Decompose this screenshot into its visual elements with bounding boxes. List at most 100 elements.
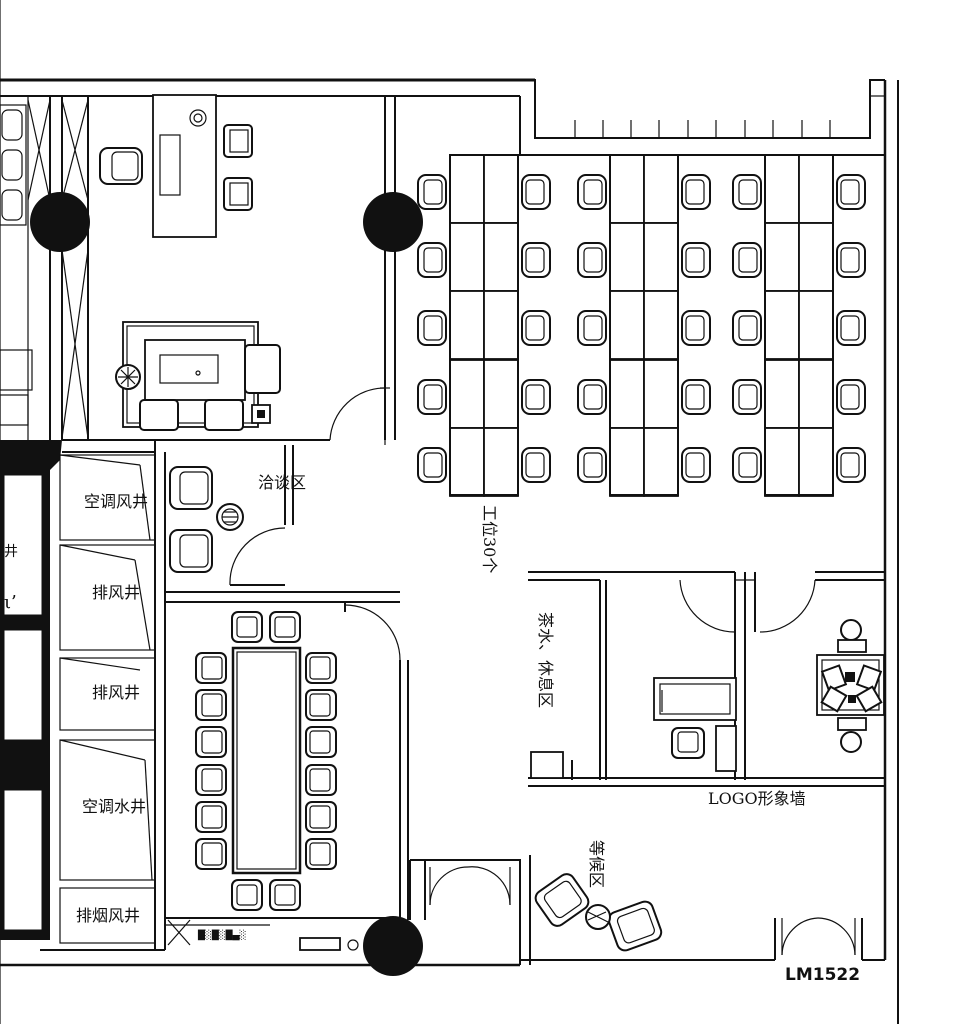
office-chair-icon <box>681 447 711 483</box>
desk <box>798 290 834 360</box>
office-chair-icon <box>417 242 447 278</box>
workstations: 工位30个 <box>417 154 866 573</box>
door-code-label: LM1522 <box>785 965 860 985</box>
structural-column-icon <box>30 192 90 252</box>
desk <box>483 290 519 360</box>
shaft-labels: 空调风井 排风井 排风井 空调水井 排烟风井 <box>76 492 148 925</box>
office-chair-icon <box>577 310 607 346</box>
negotiation-area-label: 洽谈区 <box>258 473 306 492</box>
desk <box>798 359 834 429</box>
desk <box>449 290 485 360</box>
tea-area-label: 茶水、休息区 <box>536 612 555 708</box>
armchair-icon <box>169 529 213 573</box>
plant-icon <box>115 364 141 390</box>
tea-break-area: 茶水、休息区 <box>528 571 885 787</box>
desk <box>764 359 800 429</box>
office-chair-icon <box>836 174 866 210</box>
waiting-area-label: 等候区 <box>587 840 606 888</box>
smoke-shaft-label: 排烟风井 <box>76 906 140 925</box>
office-chair-icon <box>417 447 447 483</box>
office-chair-icon <box>195 689 227 721</box>
desk <box>643 222 679 292</box>
office-chair-icon <box>521 174 551 210</box>
office-chair-icon <box>305 726 337 758</box>
office-chair-icon <box>732 379 762 415</box>
desk <box>643 359 679 429</box>
office-chair-icon <box>195 652 227 684</box>
desk <box>798 222 834 292</box>
exhaust-shaft-label: 排风井 <box>92 683 140 702</box>
desk <box>764 290 800 360</box>
office-chair-icon <box>836 242 866 278</box>
office-chair-icon <box>577 379 607 415</box>
office-chair-icon <box>521 447 551 483</box>
structural-columns <box>30 192 423 976</box>
desk <box>764 427 800 497</box>
ac-water-shaft-label: 空调水井 <box>82 797 146 816</box>
office-chair-icon <box>305 801 337 833</box>
desk <box>483 359 519 429</box>
window-mullions <box>574 120 831 138</box>
desk <box>483 154 519 224</box>
office-chair-icon <box>732 447 762 483</box>
office-chair-icon <box>195 726 227 758</box>
office-chair-icon <box>305 838 337 870</box>
desk-cluster <box>764 154 834 496</box>
desk <box>449 427 485 497</box>
desk <box>609 290 645 360</box>
conference-room: █░█░█▄░ <box>165 591 409 951</box>
entry-waiting-area: LM1522 等候区 <box>409 840 863 985</box>
desk <box>609 154 645 224</box>
office-chair-icon <box>521 310 551 346</box>
desk <box>449 222 485 292</box>
office-chair-icon <box>836 379 866 415</box>
structural-column-icon <box>363 916 423 976</box>
office-chair-icon <box>681 379 711 415</box>
office-chair-icon <box>231 611 263 643</box>
left-structure: 井 ι’ <box>0 96 330 951</box>
office-chair-icon <box>231 879 263 911</box>
negotiation-area: 洽谈区 <box>169 445 306 586</box>
office-chair-icon <box>305 652 337 684</box>
office-chair-icon <box>305 764 337 796</box>
armchair-icon <box>534 873 590 927</box>
desk <box>609 359 645 429</box>
office-chair-icon <box>836 447 866 483</box>
office-chair-icon <box>99 147 143 185</box>
outer-walls <box>0 0 899 1024</box>
desk <box>643 427 679 497</box>
svg-text:井: 井 <box>4 544 18 560</box>
exhaust-shaft-label: 排风井 <box>92 583 140 602</box>
office-chair-icon <box>681 242 711 278</box>
desk <box>483 222 519 292</box>
office-chair-icon <box>417 379 447 415</box>
office-chair-icon <box>269 611 301 643</box>
executive-office <box>88 94 396 445</box>
desk <box>483 427 519 497</box>
office-chair-icon <box>681 310 711 346</box>
logo-wall-label: LOGO形象墙 <box>708 789 806 808</box>
office-chair-icon <box>732 174 762 210</box>
desk <box>449 154 485 224</box>
desk <box>609 427 645 497</box>
office-chair-icon <box>195 764 227 796</box>
desk <box>643 290 679 360</box>
office-chair-icon <box>577 242 607 278</box>
desk <box>764 154 800 224</box>
desk <box>764 222 800 292</box>
office-chair-icon <box>195 838 227 870</box>
office-chair-icon <box>269 879 301 911</box>
ac-shaft-label: 空调风井 <box>84 492 148 511</box>
desk-cluster <box>449 154 519 496</box>
svg-text:ι’: ι’ <box>4 592 17 613</box>
svg-text:█░█░█▄░: █░█░█▄░ <box>197 929 246 941</box>
desk <box>449 359 485 429</box>
office-chair-icon <box>417 310 447 346</box>
office-chair-icon <box>305 689 337 721</box>
office-chair-icon <box>577 447 607 483</box>
desk <box>643 154 679 224</box>
office-chair-icon <box>836 310 866 346</box>
armchair-icon <box>169 466 213 510</box>
armchair-icon <box>607 900 663 952</box>
